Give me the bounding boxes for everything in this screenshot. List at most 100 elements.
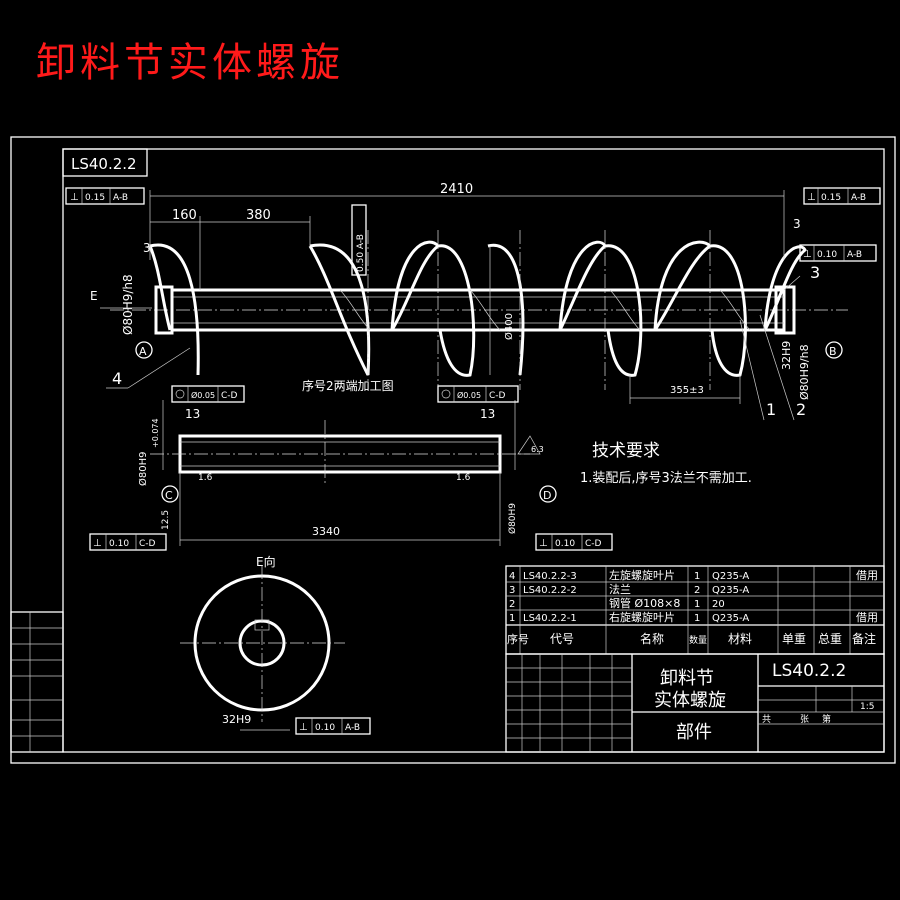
bom-table <box>505 565 885 655</box>
bom-cell-code: LS40.2.2-2 <box>523 585 577 596</box>
datum-c-circle <box>161 485 179 503</box>
main-dimensions <box>149 190 785 404</box>
svg-text:⊥: ⊥ <box>803 249 812 260</box>
sheet-label-sheets: 张 <box>800 714 809 725</box>
svg-text:⊥: ⊥ <box>299 722 308 733</box>
bom-header-name: 名称 <box>640 631 664 646</box>
flight-edge-1 <box>339 289 371 331</box>
gdt-right <box>799 244 877 262</box>
gdt-top-right-value: 0.15 <box>821 193 841 203</box>
gdt-bottom-right-value: 0.10 <box>555 539 575 549</box>
flight-3 <box>437 244 476 377</box>
flight-1b <box>308 245 370 376</box>
bom-cell-name: 钢管 Ø108×8 <box>609 596 680 610</box>
svg-text:⊥: ⊥ <box>93 538 102 549</box>
gdt-bottom-left <box>89 533 167 551</box>
bom-cell-no: 4 <box>509 571 515 582</box>
view-e-flange <box>180 565 345 731</box>
dim-key-right: 32H9 <box>780 341 793 370</box>
flight-9 <box>763 245 807 331</box>
bom-cell-qty: 1 <box>694 571 700 582</box>
bom-cell-mat: 20 <box>712 599 725 610</box>
gdt-conc-right-value: Ø0.05 <box>457 390 481 400</box>
dim-e-key: 32H9 <box>222 713 251 726</box>
flight-1 <box>309 243 371 376</box>
datum-b: B <box>829 345 837 358</box>
gdt-top-left-frame <box>65 187 145 205</box>
scale-value: 1:5 <box>860 702 874 712</box>
view-e-title: E向 <box>256 554 276 569</box>
flight-8 <box>709 244 747 377</box>
flight-5 <box>558 240 607 331</box>
dim-pitch: 355±3 <box>670 385 704 396</box>
bom-header-unit-weight: 单重 <box>782 632 806 646</box>
sheet-label-total: 共 <box>762 714 771 725</box>
title-block-drawing-number: LS40.2.2 <box>772 661 846 681</box>
gdt-top-left-value: 0.15 <box>85 193 105 203</box>
bom-cell-code: LS40.2.2-1 <box>523 613 577 624</box>
inner-frame <box>62 148 885 753</box>
dim-160: 160 <box>172 208 197 223</box>
tech-requirements-note: 1.装配后,序号3法兰不需加工. <box>580 471 752 486</box>
flight-2 <box>390 240 441 331</box>
bom-header-mat: 材料 <box>728 632 752 646</box>
bom-cell-mat: Q235-A <box>712 571 749 582</box>
detail-title: 序号2两端加工图 <box>302 378 394 393</box>
bom-header-qty: 数量 <box>689 634 707 646</box>
datum-a-circle <box>135 341 153 359</box>
datum-b-circle <box>825 341 843 359</box>
left-flange <box>154 285 174 335</box>
left-revision-strip <box>10 611 64 753</box>
part-name-line2: 实体螺旋 <box>654 690 726 711</box>
gdt-bottom-right-ref: C-D <box>585 539 602 549</box>
sheet-label-no: 第 <box>822 713 831 725</box>
gdt-bottom-right <box>535 533 613 551</box>
helix-flights <box>148 240 807 377</box>
datum-a: A <box>139 345 147 358</box>
auger-main-view <box>110 230 848 390</box>
part-type: 部件 <box>676 722 712 743</box>
dim-shaft-len: 3340 <box>312 525 340 538</box>
flight-7 <box>653 240 713 331</box>
svg-text:⊥: ⊥ <box>70 192 79 203</box>
bom-header-code: 代号 <box>550 632 574 646</box>
flight-6 <box>604 244 643 377</box>
runout-text: 0.50 A-B <box>356 234 366 272</box>
datum-c: C <box>165 489 173 502</box>
flight-left-end-2 <box>148 245 172 331</box>
gdt-conc-left <box>171 385 245 403</box>
flight-edge-3 <box>609 289 641 331</box>
outer-frame <box>10 136 896 764</box>
bom-cell-name: 左旋螺旋叶片 <box>609 568 675 582</box>
bom-header-total-weight: 总重 <box>818 632 842 646</box>
balloon-3: 3 <box>810 263 820 282</box>
gdt-top-right-ref: A-B <box>851 193 866 203</box>
flight-edge-2 <box>469 289 501 331</box>
balloon-2: 2 <box>796 400 806 419</box>
gdt-right-ref: A-B <box>847 250 862 260</box>
drawing-number-corner: LS40.2.2 <box>71 155 137 173</box>
dim-3-right: 3 <box>793 217 801 231</box>
flight-left-end <box>149 243 200 376</box>
bom-cell-qty: 1 <box>694 599 700 610</box>
dim-13-left: 13 <box>185 407 200 421</box>
dim-3-left: 3 <box>143 241 151 255</box>
gdt-bottom-left-ref: C-D <box>139 539 156 549</box>
flight-edge-4 <box>719 289 751 331</box>
dim-shaft-fit-right: Ø80H9/h8 <box>798 344 811 400</box>
dim-bore-fit-right: Ø80H9 <box>507 503 518 534</box>
gdt-view-e-ref: A-B <box>345 723 360 733</box>
bom-cell-no: 1 <box>509 613 515 624</box>
gdt-conc-left-value: Ø0.05 <box>191 390 215 400</box>
flight-4 <box>487 243 525 376</box>
gdt-conc-left-ref: C-D <box>221 391 238 401</box>
datum-d-circle <box>539 485 557 503</box>
dim-total-length: 2410 <box>440 182 473 197</box>
svg-text:⊥: ⊥ <box>807 192 816 203</box>
svg-text:⊥: ⊥ <box>539 538 548 549</box>
gdt-top-right <box>803 187 881 205</box>
bom-cell-qty: 2 <box>694 585 700 596</box>
drawing-title: 卸料节实体螺旋 <box>36 40 344 86</box>
